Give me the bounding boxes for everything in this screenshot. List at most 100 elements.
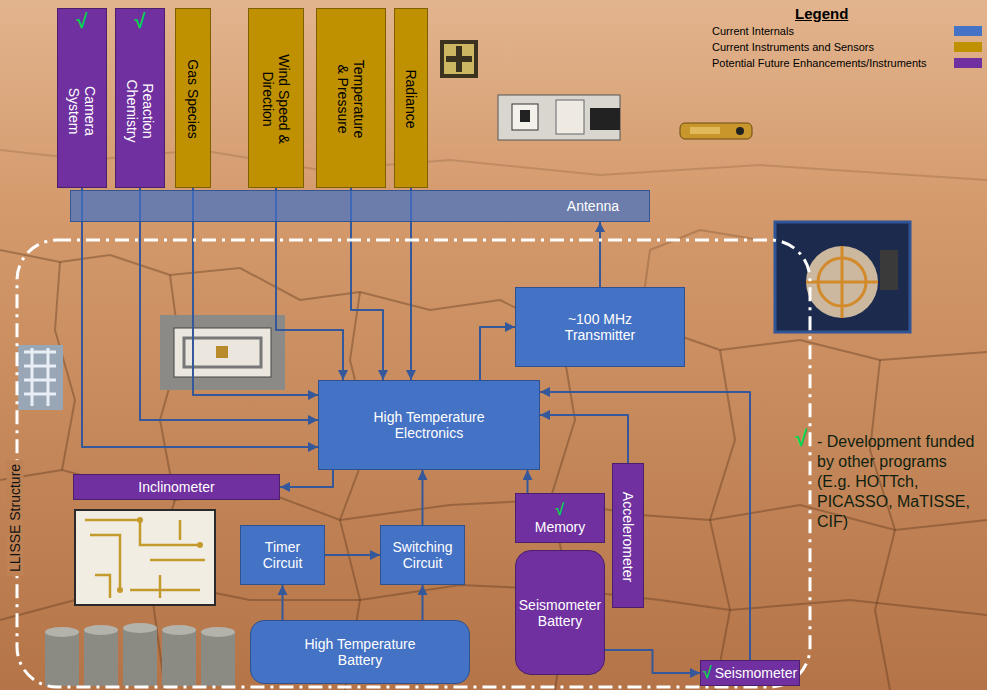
- circuit-board-photo: [75, 510, 215, 605]
- node-label: Timer Circuit: [253, 539, 313, 571]
- instrument-photo: [498, 95, 620, 140]
- ground-cracks: [0, 150, 987, 690]
- node-label: Gas Species: [185, 19, 201, 179]
- structure-outline: [17, 240, 810, 687]
- legend-row: Potential Future Enhancements/Instrument…: [712, 56, 982, 70]
- node-label: High Temperature Electronics: [359, 409, 499, 441]
- antenna-photo: [775, 222, 910, 332]
- battery-cells-photo: [123, 623, 157, 633]
- circuit-board-photo: [75, 510, 215, 605]
- connector-arrow: [325, 554, 380, 556]
- radiance-sensor-photo: [440, 40, 478, 78]
- sensor-box: Temperature & Pressure: [316, 8, 386, 188]
- antenna-photo: [880, 250, 898, 290]
- battery-cells-photo: [45, 627, 79, 637]
- connector-arrow: [605, 650, 700, 673]
- process-box: High Temperature Electronics: [318, 380, 540, 470]
- radiance-sensor-photo: [440, 40, 478, 78]
- instrument-box: √ Reaction Chemistry: [115, 8, 165, 188]
- connector-arrow: [422, 585, 424, 620]
- sensor-box: Wind Speed & Direction: [248, 8, 304, 188]
- antenna-photo: [775, 222, 910, 332]
- connector-arrow: [480, 327, 515, 380]
- process-box: ~100 MHz Transmitter: [515, 287, 685, 367]
- process-box: Timer Circuit: [240, 525, 325, 585]
- connector-arrow: [527, 470, 529, 493]
- sensor-box: Gas Species: [175, 8, 211, 188]
- instrument-photo: [590, 108, 620, 130]
- battery-box: High Temperature Battery: [250, 620, 470, 684]
- instrument-photo: [512, 104, 538, 130]
- circuit-board-photo: [197, 542, 203, 548]
- check-mark: √: [58, 10, 106, 32]
- structure-photo: [18, 345, 63, 410]
- legend-title: Legend: [795, 4, 915, 23]
- legend-swatch: [954, 26, 982, 36]
- node-label: Antenna: [567, 198, 619, 214]
- legend-text: Potential Future Enhancements/Instrument…: [712, 57, 927, 70]
- instrument-box: Inclinometer: [73, 474, 280, 500]
- structure-photo: [24, 348, 56, 406]
- check-mark: √: [116, 10, 164, 32]
- gas-sensor-photo: [174, 328, 271, 377]
- node-label: Memory: [535, 519, 586, 535]
- circuit-board-photo: [117, 587, 123, 593]
- check-mark: √: [795, 427, 815, 451]
- connector-arrow: [422, 470, 424, 525]
- battery-cells-photo: [123, 628, 157, 686]
- antenna-photo: [806, 246, 878, 318]
- node-label: Seismometer Battery: [519, 597, 601, 629]
- legend-swatch: [954, 58, 982, 68]
- node-label: Camera System: [66, 76, 98, 146]
- antenna-photo: [806, 246, 878, 318]
- legend-swatch: [954, 42, 982, 52]
- battery-cells-photo: [201, 632, 235, 686]
- legend-text: Current Instruments and Sensors: [712, 41, 874, 54]
- antenna-band: Antenna: [70, 190, 650, 222]
- legend-text: Current Internals: [712, 25, 794, 38]
- radiance-sensor-photo: [446, 56, 472, 62]
- node-label: Seismometer: [715, 665, 797, 681]
- instrument-box: √Seismometer: [700, 660, 800, 686]
- legend-note: - Development funded by other programs (…: [817, 432, 983, 532]
- connector-arrow: [82, 188, 318, 447]
- node-label: Temperature & Pressure: [335, 54, 367, 144]
- instrument-box: Accelerometer: [612, 463, 644, 608]
- gas-sensor-photo: [160, 315, 285, 390]
- node-label: Accelerometer: [620, 469, 636, 604]
- connector-arrow: [140, 188, 318, 420]
- connector-arrow: [540, 415, 628, 463]
- structure-photo: [18, 345, 63, 410]
- legend-row: Current Internals: [712, 24, 982, 38]
- node-label: Reaction Chemistry: [124, 72, 156, 150]
- sensor-stick-photo: [690, 127, 720, 134]
- instrument-photo: [498, 95, 620, 140]
- gas-sensor-photo: [184, 338, 261, 367]
- structure-label: LLISSE Structure: [7, 460, 24, 576]
- battery-cells-photo: [162, 630, 196, 686]
- node-label: High Temperature Battery: [290, 636, 430, 668]
- gas-sensor-photo: [160, 315, 285, 390]
- ground-cracks: [0, 250, 240, 275]
- node-label: Wind Speed & Direction: [260, 52, 292, 147]
- battery-cells-photo: [84, 630, 118, 686]
- check-mark: √: [703, 664, 712, 682]
- connectors: [82, 188, 750, 673]
- sensor-stick-photo: [680, 123, 752, 139]
- instrument-photo: [520, 110, 530, 122]
- battery-cells-photo: [45, 623, 235, 686]
- sensor-stick-photo: [736, 127, 744, 135]
- sensor-stick-photo: [680, 123, 752, 139]
- node-label: Radiance: [403, 19, 419, 179]
- node-label: Switching Circuit: [388, 539, 458, 571]
- connector-arrow: [599, 222, 601, 287]
- sensor-box: Radiance: [394, 8, 428, 188]
- ground-cracks: [240, 268, 430, 310]
- structure-boundary: LLISSE Structure~100 MHz TransmitterHigh…: [15, 238, 812, 689]
- connector-arrow: [282, 585, 284, 620]
- instrument-photo: [556, 100, 584, 134]
- instrument-box: √ Camera System: [57, 8, 107, 188]
- circuit-board-photo: [85, 520, 205, 598]
- instrument-box: √Memory: [515, 493, 605, 543]
